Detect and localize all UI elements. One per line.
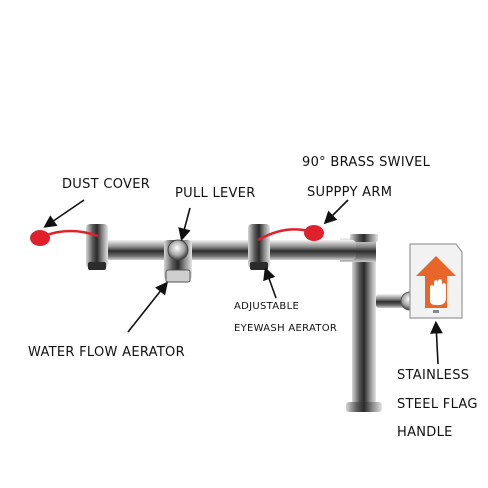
hand-up-arrow-icon [416, 256, 456, 313]
right-aerator-head [248, 224, 270, 270]
swivel-arm-arrow [323, 199, 349, 225]
swivel-label-line1: 90° BRASS SWIVEL [302, 155, 431, 170]
left-aerator-head [86, 224, 108, 270]
dust-cover-label: DUST COVER [62, 177, 151, 192]
adjustable-label-line1: ADJUSTABLE [234, 301, 300, 312]
adjustable-label-line2: EYEWASH AERATOR [234, 323, 338, 334]
flag-label-line2: STEEL FLAG [397, 397, 478, 412]
pull-lever-arrow [178, 207, 191, 242]
pull-lever-label: PULL LEVER [175, 186, 256, 201]
supply-arm [100, 240, 356, 260]
flag-handle[interactable] [409, 243, 463, 319]
flag-label-line3: HANDLE [397, 425, 453, 440]
eyewash-aerator-arrow [263, 266, 277, 299]
elbow-collar [350, 234, 378, 242]
stand-base [346, 402, 382, 412]
water-flow-aerator-label: WATER FLOW AERATOR [28, 345, 185, 360]
vertical-stand-pipe [352, 236, 376, 412]
flag-label-line1: STAINLESS [397, 368, 470, 383]
left-dust-cover[interactable] [30, 230, 50, 246]
dust-cover-arrow [43, 199, 85, 228]
flag-handle-arrow [430, 320, 443, 365]
water-flow-aerator-arrow [127, 281, 168, 333]
pull-lever-knob[interactable] [167, 239, 189, 261]
right-dust-cover[interactable] [304, 225, 324, 241]
swivel-label-line2: SUPPPY ARM [307, 185, 393, 200]
